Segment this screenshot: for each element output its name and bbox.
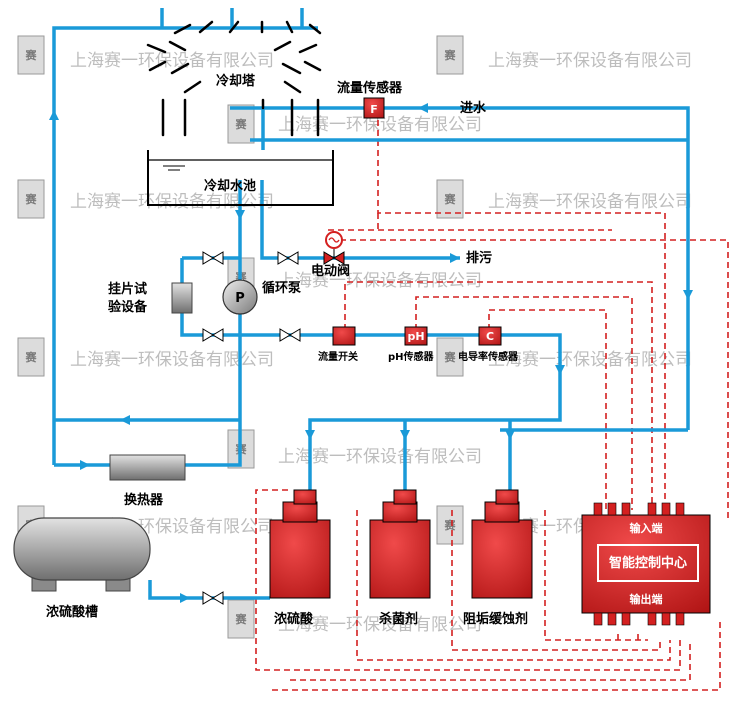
flow-switch-icon	[332, 326, 356, 346]
watermark-text: 上海赛一环保设备有限公司	[278, 446, 482, 467]
flow-sensor-label: 流量传感器	[337, 80, 403, 96]
cooling-basin-label: 冷却水池	[204, 178, 256, 194]
coupon-test-device	[171, 282, 193, 314]
cooling-basin	[147, 150, 334, 206]
svg-text:赛: 赛	[25, 192, 38, 206]
valve-icon	[202, 251, 224, 265]
signal-lines	[255, 120, 729, 691]
cooling-tower	[146, 20, 322, 137]
watermark-text: 上海赛一环保设备有限公司	[488, 191, 692, 212]
cooling-tower-label: 冷却塔	[216, 73, 256, 89]
dosing-tank-acid-label: 浓硫酸	[274, 611, 314, 627]
flow-arrows	[49, 103, 693, 603]
svg-text:pH: pH	[407, 330, 424, 343]
conductivity-sensor-icon: C	[478, 326, 502, 346]
watermark-text: 上海赛一环保设备有限公司	[488, 349, 692, 370]
watermark-badge-icon: 赛	[17, 337, 45, 377]
coupon-test-label-line1: 挂片试	[108, 281, 147, 297]
svg-text:赛: 赛	[444, 192, 457, 206]
circulation-pump-icon: P	[222, 279, 258, 315]
dosing-tank-biocide-label: 杀菌剂	[379, 611, 418, 627]
dosing-tank-inhibitor-label: 阻垢缓蚀剂	[463, 611, 528, 627]
flow-switch-label: 流量开关	[318, 350, 358, 363]
watermark-text: 上海赛一环保设备有限公司	[278, 114, 482, 135]
circulation-pump-label: 循环泵	[262, 280, 301, 296]
svg-text:赛: 赛	[25, 350, 38, 364]
discharge-label: 排污	[466, 250, 492, 266]
dosing-tank-biocide	[369, 489, 431, 599]
watermark-badge-icon: 赛	[227, 599, 255, 639]
flow-sensor-icon: F	[363, 97, 385, 119]
dosing-tank-inhibitor	[471, 489, 533, 599]
valve-icon	[277, 251, 299, 265]
watermark-badge-icon: 赛	[436, 179, 464, 219]
acid-storage-tank	[13, 517, 151, 592]
svg-text:C: C	[486, 330, 494, 343]
svg-text:赛: 赛	[444, 48, 457, 62]
pipes	[52, 8, 690, 600]
watermark-text: 上海赛一环保设备有限公司	[70, 50, 274, 71]
watermark-text: 上海赛一环保设备有限公司	[70, 349, 274, 370]
heat-exchanger	[109, 454, 186, 481]
watermark-badge-icon: 赛	[436, 505, 464, 545]
watermark-text: 上海赛一环保设备有限公司	[488, 50, 692, 71]
svg-text:赛: 赛	[444, 350, 457, 364]
control-center-output-label: 输出端	[630, 592, 663, 606]
watermark-badge-icon: 赛	[436, 337, 464, 377]
control-center-input-label: 输入端	[630, 521, 663, 535]
heat-exchanger-label: 换热器	[124, 492, 164, 508]
svg-text:赛: 赛	[25, 48, 38, 62]
svg-text:P: P	[235, 291, 245, 306]
svg-text:赛: 赛	[444, 518, 457, 532]
watermark-badge-icon: 赛	[227, 104, 255, 144]
conductivity-sensor-label: 电导率传感器	[458, 350, 519, 363]
dosing-tank-acid	[269, 489, 331, 599]
valve-icon	[279, 328, 301, 342]
watermark-badge-icon: 赛	[17, 179, 45, 219]
watermark-text: 上海赛一环保设备有限公司	[278, 270, 482, 291]
acid-storage-tank-label: 浓硫酸槽	[46, 604, 98, 620]
ph-sensor-label: pH传感器	[388, 350, 435, 363]
control-center	[581, 502, 711, 626]
electric-valve-label: 电动阀	[311, 263, 350, 279]
coupon-test-label-line2: 验设备	[108, 299, 148, 315]
ph-sensor-icon: pH	[404, 326, 428, 346]
water-inlet-label: 进水	[460, 100, 487, 116]
svg-text:赛: 赛	[235, 612, 248, 626]
control-center-title: 智能控制中心	[609, 555, 687, 571]
watermark-badge-icon: 赛	[436, 35, 464, 75]
svg-text:F: F	[370, 103, 378, 116]
watermark-badge-icon: 赛	[17, 35, 45, 75]
watermark-text: 上海赛一环保设备有限公司	[278, 614, 482, 635]
valve-icon	[202, 328, 224, 342]
watermark-text: 上海赛一环保设备有限公司	[70, 191, 274, 212]
valve-icon	[202, 591, 224, 605]
svg-text:赛: 赛	[235, 117, 248, 131]
electric-valve-icon	[323, 231, 345, 265]
